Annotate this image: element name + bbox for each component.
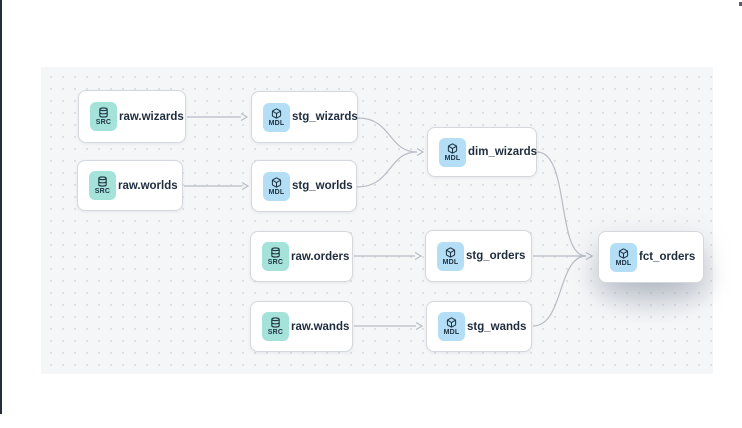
node-label: stg_wizards <box>292 111 358 123</box>
badge-label: MDL <box>268 119 285 127</box>
node-label: stg_worlds <box>292 180 353 192</box>
cube-icon <box>445 246 456 258</box>
node-label: fct_orders <box>639 251 696 263</box>
src-badge: SRC <box>90 102 117 131</box>
node-raw-wizards[interactable]: SRC raw.wizards <box>78 90 186 143</box>
database-icon <box>99 107 108 118</box>
node-raw-orders[interactable]: SRC raw.orders <box>250 231 353 282</box>
database-icon <box>271 317 280 328</box>
cube-icon <box>446 317 457 328</box>
badge-label: SRC <box>94 188 111 195</box>
badge-label: MDL <box>615 259 632 267</box>
src-badge: SRC <box>262 312 289 341</box>
window-edge-artifact <box>739 2 742 6</box>
node-label: stg_wands <box>467 320 527 333</box>
node-stg-orders[interactable]: MDL stg_orders <box>425 230 532 282</box>
node-label: raw.wands <box>291 320 350 333</box>
cube-icon <box>271 107 282 119</box>
node-label: raw.orders <box>291 250 350 263</box>
node-fct-orders[interactable]: MDL fct_orders <box>598 231 704 283</box>
mdl-badge: MDL <box>439 137 466 167</box>
cube-icon <box>447 142 458 154</box>
node-stg-worlds[interactable]: MDL stg_worlds <box>251 160 357 212</box>
mdl-badge: MDL <box>263 102 290 132</box>
badge-label: SRC <box>267 329 284 336</box>
node-label: dim_wizards <box>468 146 538 158</box>
window-left-edge <box>0 0 2 414</box>
node-stg-wands[interactable]: MDL stg_wands <box>426 301 532 352</box>
database-icon <box>271 247 280 258</box>
badge-label: SRC <box>95 119 112 126</box>
src-badge: SRC <box>262 242 289 271</box>
mdl-badge: MDL <box>263 171 290 201</box>
src-badge: SRC <box>89 171 116 200</box>
badge-label: SRC <box>267 259 284 266</box>
badge-label: MDL <box>268 188 285 196</box>
database-icon <box>98 176 107 187</box>
mdl-badge: MDL <box>438 312 465 341</box>
mdl-badge: MDL <box>437 241 464 271</box>
badge-label: MDL <box>444 154 461 162</box>
node-dim-wizards[interactable]: MDL dim_wizards <box>427 127 537 177</box>
node-label: stg_orders <box>466 250 526 262</box>
badge-label: MDL <box>442 258 459 266</box>
node-label: raw.wizards <box>119 110 184 123</box>
node-raw-wands[interactable]: SRC raw.wands <box>250 301 353 352</box>
cube-icon <box>618 247 629 259</box>
node-raw-worlds[interactable]: SRC raw.worlds <box>77 160 183 211</box>
mdl-badge: MDL <box>610 242 637 272</box>
badge-label: MDL <box>443 329 460 336</box>
node-label: raw.worlds <box>118 179 178 192</box>
node-stg-wizards[interactable]: MDL stg_wizards <box>251 91 358 143</box>
cube-icon <box>271 176 282 188</box>
